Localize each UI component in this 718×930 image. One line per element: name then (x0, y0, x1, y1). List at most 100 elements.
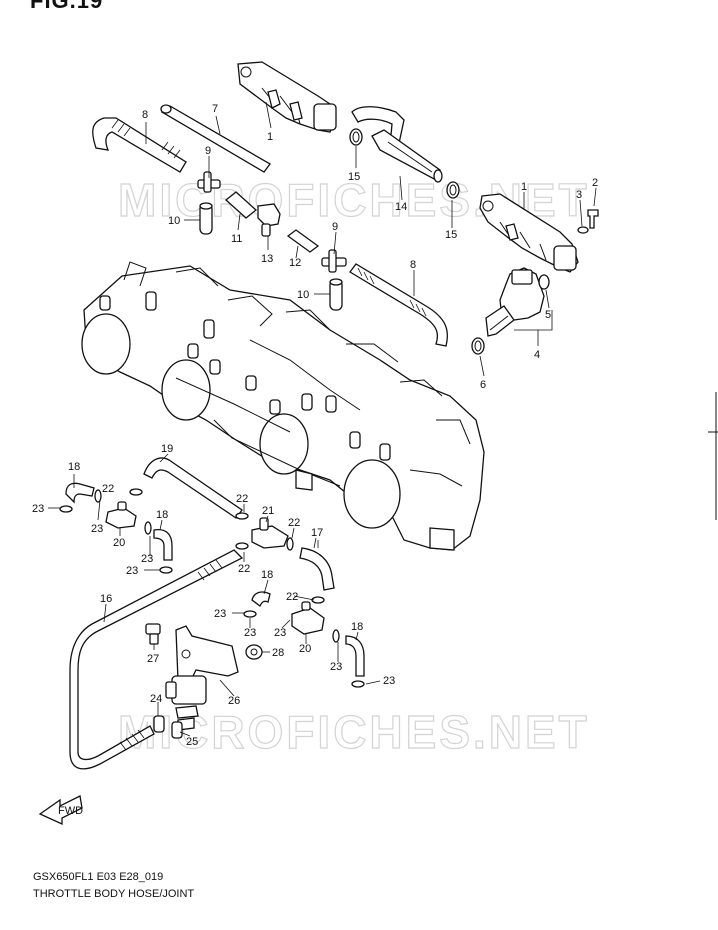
callout-6: 6 (480, 379, 486, 391)
short-hose-lower (329, 278, 343, 311)
callout-26: 26 (228, 695, 240, 707)
o-ring-left (349, 128, 363, 146)
callout-23-e: 23 (214, 608, 226, 620)
callout-27: 27 (147, 653, 159, 665)
callout-1-right: 1 (521, 181, 527, 193)
hose-17 (299, 547, 335, 591)
clamp-23-d (159, 566, 173, 574)
clamp-23-b (94, 489, 102, 503)
clamp-23-c (144, 521, 152, 535)
callout-labels-extra: 23 23 23 (244, 627, 342, 673)
callout-15-left: 15 (348, 171, 360, 183)
callout-10-upper: 10 (168, 215, 180, 227)
clamp-23-a (59, 505, 73, 513)
callout-22-e: 22 (286, 591, 298, 603)
callout-5: 5 (545, 309, 551, 321)
crop-mark (708, 392, 718, 520)
callout-23-h: 23 (274, 627, 286, 639)
fuel-delivery-pipe-left (237, 61, 337, 133)
callout-22-c: 22 (288, 517, 300, 529)
callout-3: 3 (576, 189, 582, 201)
callout-22-d: 22 (238, 563, 250, 575)
callout-9-upper: 9 (205, 145, 211, 157)
callout-18-upper-left: 18 (68, 461, 80, 473)
callout-14: 14 (395, 201, 407, 213)
callout-16: 16 (100, 593, 112, 605)
hose-18-middle-right (251, 591, 271, 607)
long-hose-16 (69, 549, 244, 770)
washer-3 (577, 226, 589, 234)
t-joint-lower (321, 249, 347, 273)
t-joint-21 (251, 517, 289, 549)
callout-18-middle-left: 18 (156, 509, 168, 521)
callout-leaders (48, 101, 597, 737)
clamp-22-c (286, 537, 294, 551)
callout-23-b: 23 (91, 523, 103, 535)
fuel-feed-hose-fitting (351, 106, 443, 183)
callout-23-i: 23 (330, 661, 342, 673)
hose-18-lower-right (345, 635, 365, 677)
callout-13: 13 (261, 253, 273, 265)
diagram-code: GSX650FL1 E03 E28_019 (33, 871, 164, 883)
callout-8-right: 8 (410, 259, 416, 271)
clamp-22-d (235, 542, 249, 550)
callout-23-a: 23 (32, 503, 44, 515)
fwd-arrow-label: FWD (58, 805, 83, 817)
o-ring-right (446, 181, 460, 199)
callout-8-upper: 8 (142, 109, 148, 121)
clamp-22-b (235, 512, 249, 520)
clamp-23-g (351, 680, 365, 688)
callout-23-g: 23 (244, 627, 256, 639)
throttle-body-assembly (81, 261, 485, 551)
callout-20-right: 20 (299, 643, 311, 655)
callout-23-f: 23 (383, 675, 395, 687)
callout-24: 24 (150, 693, 162, 705)
diagram-caption: THROTTLE BODY HOSE/JOINT (33, 888, 195, 900)
hose-25 (171, 721, 183, 739)
hose-24 (153, 715, 165, 733)
callout-21: 21 (262, 505, 274, 517)
callout-22-b: 22 (236, 493, 248, 505)
vacuum-hose-upper-left (92, 117, 187, 173)
callout-2: 2 (592, 177, 598, 189)
elbow-joint-13 (257, 203, 281, 237)
callout-18-lower-right: 18 (351, 621, 363, 633)
callout-18-middle-right: 18 (261, 569, 273, 581)
callout-17: 17 (311, 527, 323, 539)
figure-title: FIG.19 (30, 0, 104, 13)
callout-9-lower: 9 (332, 221, 338, 233)
fwd-arrow-icon: FWD (38, 795, 83, 826)
short-hose-upper (199, 202, 213, 235)
callout-28: 28 (272, 647, 284, 659)
callout-4: 4 (534, 349, 540, 361)
fuel-injector (485, 267, 545, 337)
callout-1-left: 1 (267, 131, 273, 143)
injector-seal (471, 337, 485, 355)
callout-23-c: 23 (141, 553, 153, 565)
callout-11: 11 (231, 233, 242, 245)
vacuum-solenoid-bracket (175, 625, 239, 683)
callout-20-left: 20 (113, 537, 125, 549)
callout-10-lower: 10 (297, 289, 309, 301)
hose-18-middle-left (153, 528, 173, 561)
short-hose-12 (286, 229, 320, 253)
injector-o-ring (538, 274, 550, 290)
t-joint-20-right (291, 601, 325, 635)
hose-19 (143, 457, 243, 519)
nut-28 (245, 644, 263, 660)
short-hose-11 (224, 191, 258, 219)
callout-12: 12 (289, 257, 301, 269)
bolt-2 (587, 209, 599, 229)
clamp-23-f (332, 629, 340, 643)
vacuum-hose-long (160, 104, 271, 173)
callout-15-right: 15 (445, 229, 457, 241)
callout-19: 19 (161, 443, 173, 455)
bolt-27 (145, 623, 161, 645)
callout-7: 7 (212, 103, 218, 115)
callout-labels: 1 1 2 3 4 5 6 7 8 8 9 9 10 10 11 12 13 1… (32, 103, 598, 748)
callout-22-a: 22 (102, 483, 114, 495)
t-joint-20-left (105, 501, 137, 529)
fuel-delivery-pipe-right (479, 193, 579, 273)
